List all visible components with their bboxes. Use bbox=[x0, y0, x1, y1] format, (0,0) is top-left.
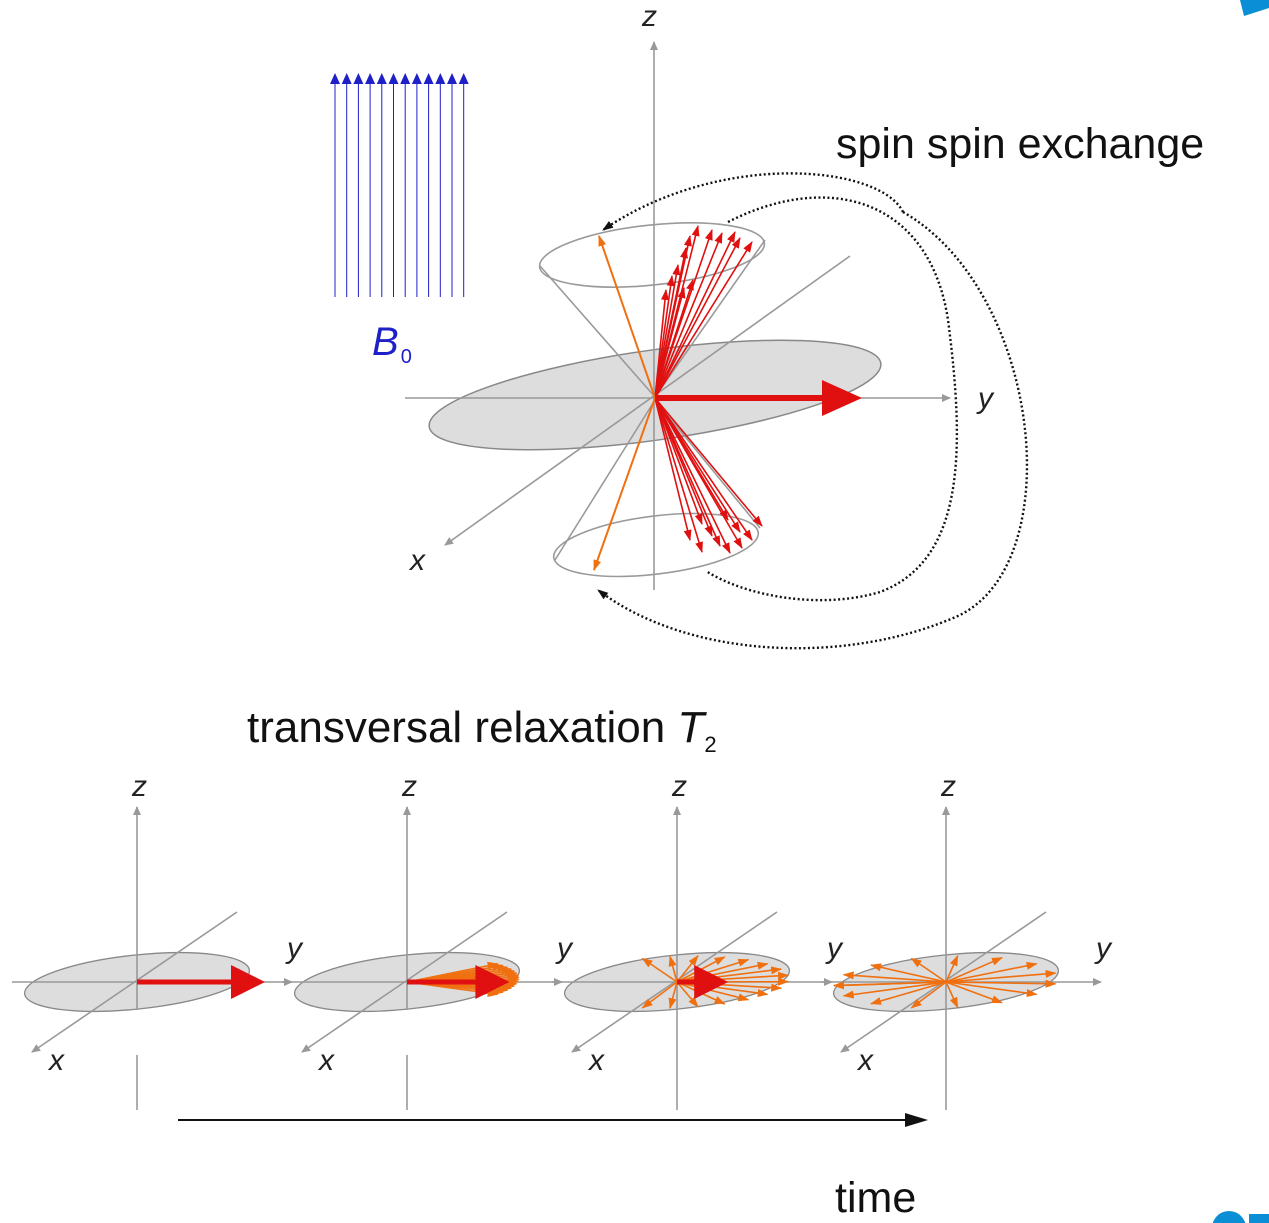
y-axis-label: y bbox=[285, 932, 304, 965]
lower-spin-vectors bbox=[654, 397, 763, 554]
spin-vector bbox=[668, 981, 678, 1010]
y-axis-label: y bbox=[1094, 932, 1113, 965]
t2-title: transversal relaxation T2 bbox=[247, 703, 717, 757]
spin-vector bbox=[641, 957, 678, 983]
spin-vector bbox=[833, 981, 947, 990]
spin-vector bbox=[654, 231, 736, 399]
spin-vector bbox=[676, 981, 750, 1002]
spin-vector bbox=[945, 981, 1038, 997]
spin-vector bbox=[842, 981, 947, 999]
spin-vector bbox=[945, 969, 1057, 983]
spin-vector bbox=[945, 961, 1038, 983]
x-axis bbox=[301, 911, 508, 1053]
y-axis-label: y bbox=[825, 932, 844, 965]
spin-vector bbox=[654, 237, 741, 399]
upper-cone bbox=[538, 222, 766, 398]
spin-vector bbox=[945, 956, 1003, 983]
z-axis-label: z bbox=[940, 770, 956, 803]
spin-vector bbox=[945, 981, 1003, 1004]
t2-panels: z y x z y x z y x z y x bbox=[12, 770, 1113, 1110]
spin-vector bbox=[654, 397, 763, 527]
x-axis-label: x bbox=[47, 1044, 65, 1077]
main-diagram: z y x spin spin exchange bbox=[405, 0, 1204, 650]
spin-vector bbox=[870, 963, 947, 983]
spin-vector bbox=[676, 981, 699, 1008]
spin-vector bbox=[842, 971, 947, 983]
net-magnetization-arrowhead bbox=[822, 380, 862, 416]
x-axis-label: x bbox=[856, 1044, 874, 1077]
upper-spin-vectors bbox=[654, 225, 753, 399]
t2-panel: z y x bbox=[282, 770, 574, 1110]
x-axis-label: x bbox=[408, 544, 426, 577]
z-axis-label: z bbox=[641, 0, 657, 33]
spin-vector bbox=[654, 397, 692, 541]
exchange-path-inner bbox=[705, 196, 959, 602]
z-axis-label: z bbox=[401, 770, 417, 803]
t2-panel: z y x bbox=[821, 770, 1113, 1110]
net-magnetization-arrowhead bbox=[694, 965, 729, 999]
exchange-path-outer-2 bbox=[597, 210, 1029, 650]
spin-vector bbox=[676, 958, 750, 983]
spin-vector bbox=[654, 397, 729, 521]
t2-panel: z y x bbox=[552, 770, 844, 1110]
spin-vector bbox=[654, 241, 753, 399]
orange-spin-down bbox=[593, 397, 656, 571]
z-axis-label: z bbox=[671, 770, 687, 803]
corner-triangle-icon bbox=[1240, 0, 1269, 16]
spin-vector bbox=[654, 235, 692, 399]
logo-icon bbox=[1212, 1211, 1269, 1223]
spin-vector bbox=[654, 279, 694, 399]
x-axis bbox=[571, 911, 778, 1053]
x-axis-label: x bbox=[587, 1044, 605, 1077]
spin-vector bbox=[654, 397, 703, 553]
spin-vector bbox=[676, 955, 699, 983]
net-magnetization-arrowhead bbox=[475, 965, 510, 999]
exchange-path-outer bbox=[602, 172, 905, 231]
t2-panel: z y x bbox=[12, 770, 304, 1110]
spin-vector bbox=[870, 981, 947, 1005]
spin-vector bbox=[668, 955, 678, 983]
spin-vector bbox=[654, 287, 686, 399]
spin-vector bbox=[654, 397, 721, 547]
z-axis-label: z bbox=[131, 770, 147, 803]
spin-vector bbox=[945, 981, 959, 1009]
net-magnetization-arrowhead bbox=[231, 965, 265, 999]
spin-vector bbox=[654, 397, 753, 541]
spin-vector bbox=[910, 957, 947, 983]
spin-spin-exchange-label: spin spin exchange bbox=[836, 120, 1204, 168]
b0-field-lines bbox=[330, 73, 469, 297]
x-axis-label: x bbox=[317, 1044, 335, 1077]
y-axis-label: y bbox=[976, 382, 995, 415]
spin-vector bbox=[945, 979, 1057, 988]
spin-vector bbox=[654, 232, 723, 399]
orange-spin-up bbox=[598, 235, 656, 399]
time-label: time bbox=[835, 1174, 916, 1222]
spin-vector bbox=[945, 954, 959, 983]
lower-cone bbox=[552, 399, 761, 578]
spin-vector bbox=[910, 981, 947, 1009]
x-axis bbox=[444, 255, 851, 546]
x-axis bbox=[31, 911, 238, 1053]
time-arrowhead bbox=[905, 1113, 928, 1127]
y-axis-label: y bbox=[555, 932, 574, 965]
spin-vector bbox=[676, 961, 769, 983]
spin-vector bbox=[654, 397, 731, 554]
spin-vector bbox=[641, 981, 678, 1009]
